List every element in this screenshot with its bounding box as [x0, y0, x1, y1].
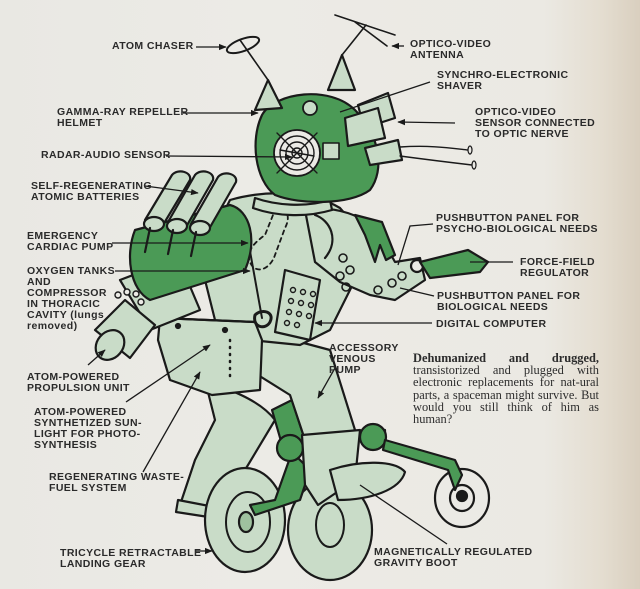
label-regenerating-waste-fuel: REGENERATING WASTE- FUEL SYSTEM	[49, 471, 185, 494]
tricycle-landing-gear	[203, 466, 491, 582]
gravity-boot	[328, 461, 407, 502]
label-gravity-boot: MAGNETICALLY REGULATED GRAVITY BOOT	[374, 546, 533, 569]
caption-body: transistorized and plugged with electron…	[413, 363, 599, 427]
caption: Dehumanized and drugged, transistorized …	[413, 352, 599, 425]
label-accessory-venous-pump: ACCESSORY VENOUS PUMP	[329, 342, 399, 376]
label-pushbutton-psycho: PUSHBUTTON PANEL FOR PSYCHO-BIOLOGICAL N…	[436, 212, 598, 235]
label-tricycle-landing-gear: TRICYCLE RETRACTABLE LANDING GEAR	[60, 547, 202, 570]
neck-collar	[251, 196, 334, 217]
label-emergency-cardiac-pump: EMERGENCY CARDIAC PUMP	[27, 230, 114, 253]
mechanical-legs	[248, 398, 464, 517]
abdomen-pouch	[156, 316, 264, 397]
helmet	[225, 14, 477, 204]
front-leg	[248, 328, 407, 507]
label-radar-audio-sensor: RADAR-AUDIO SENSOR	[41, 149, 171, 161]
label-pushbutton-biological: PUSHBUTTON PANEL FOR BIOLOGICAL NEEDS	[437, 290, 581, 313]
label-atom-powered-sunlight: ATOM-POWERED SYNTHETIZED SUN- LIGHT FOR …	[34, 406, 142, 451]
label-atom-powered-propulsion: ATOM-POWERED PROPULSION UNIT	[27, 371, 130, 394]
digital-computer-panel	[253, 268, 322, 342]
label-force-field-regulator: FORCE-FIELD REGULATOR	[520, 256, 595, 279]
arm	[303, 207, 490, 302]
label-oxygen-tanks: OXYGEN TANKS AND COMPRESSOR IN THORACIC …	[27, 265, 116, 332]
label-optico-video-sensor: OPTICO-VIDEO SENSOR CONNECTED TO OPTIC N…	[475, 106, 596, 140]
label-digital-computer: DIGITAL COMPUTER	[436, 318, 547, 330]
label-optico-video-antenna: OPTICO-VIDEO ANTENNA	[410, 38, 492, 61]
label-self-regenerating-batteries: SELF-REGENERATING ATOMIC BATTERIES	[31, 180, 152, 203]
force-field-regulator-device	[418, 248, 490, 280]
leader-lines	[87, 42, 513, 555]
caption-lead: Dehumanized and drugged,	[413, 351, 599, 365]
label-gamma-ray-repeller-helmet: GAMMA-RAY REPELLER HELMET	[57, 106, 189, 129]
label-synchro-electronic-shaver: SYNCHRO-ELECTRONIC SHAVER	[437, 69, 569, 92]
label-atom-chaser: ATOM CHASER	[112, 40, 194, 52]
atomic-batteries	[142, 170, 238, 258]
